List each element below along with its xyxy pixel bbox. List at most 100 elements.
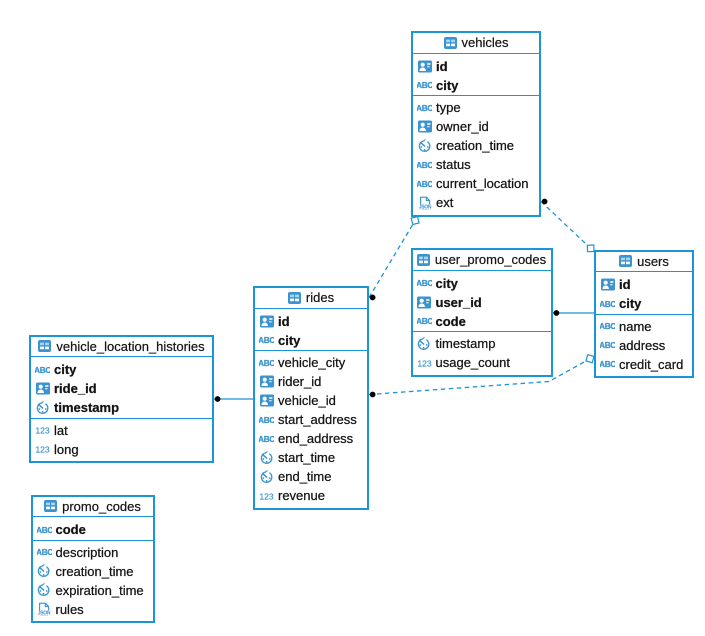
column-row-ext[interactable]: JSON ext <box>413 193 539 212</box>
column-row-usage_count[interactable]: 123 usage_count <box>413 353 551 372</box>
column-row-end_time[interactable]: end_time <box>255 467 367 486</box>
key-column-row-code[interactable]: ABC code <box>413 312 551 331</box>
column-name: start_time <box>278 450 336 465</box>
key-columns-section: ABC city ride_id timestamp <box>31 357 212 418</box>
relation-vehicles-users[interactable] <box>540 198 595 253</box>
json-type-icon: JSON <box>37 602 52 617</box>
table-node-users[interactable]: users id ABC city ABC name ABC address A… <box>594 249 694 378</box>
key-column-row-timestamp[interactable]: timestamp <box>31 398 212 417</box>
table-node-user_promo_codes[interactable]: user_promo_codes ABC city user_id ABC co… <box>410 248 553 377</box>
table-node-promo_codes[interactable]: promo_codes ABC code ABC description cre… <box>30 494 155 623</box>
key-column-row-id[interactable]: id <box>596 275 692 294</box>
table-header: user_promo_codes <box>412 250 551 271</box>
text-type-icon: ABC <box>259 412 274 427</box>
time-type-icon <box>37 564 52 579</box>
column-row-vehicle_city[interactable]: ABC vehicle_city <box>255 353 367 372</box>
svg-text:JSON: JSON <box>38 611 51 616</box>
optional-parent-diamond <box>410 215 420 226</box>
number-type-icon: 123 <box>259 488 274 503</box>
column-row-status[interactable]: ABC status <box>413 155 539 174</box>
key-column-row-city[interactable]: ABC city <box>596 294 692 313</box>
key-column-row-user_id[interactable]: user_id <box>413 293 551 312</box>
table-node-rides[interactable]: rides id ABC city ABC vehicle_city rider… <box>253 286 369 510</box>
uuid-type-icon <box>259 374 274 389</box>
optional-parent-diamond <box>586 244 595 253</box>
column-name: end_address <box>278 431 354 446</box>
key-column-row-city[interactable]: ABC city <box>413 76 539 95</box>
key-column-row-city[interactable]: ABC city <box>255 331 367 350</box>
column-name: usage_count <box>435 355 510 370</box>
svg-text:123: 123 <box>35 444 50 454</box>
column-name: user_id <box>435 294 482 310</box>
key-column-row-id[interactable]: id <box>413 57 539 76</box>
key-column-row-ride_id[interactable]: ride_id <box>31 379 212 398</box>
column-row-expiration_time[interactable]: expiration_time <box>33 581 153 600</box>
column-row-credit_card[interactable]: ABC credit_card <box>596 355 692 374</box>
svg-text:123: 123 <box>417 358 432 368</box>
columns-section: ABC vehicle_city rider_id vehicle_id ABC… <box>255 350 367 508</box>
column-row-timestamp[interactable]: timestamp <box>413 334 551 353</box>
column-row-rules[interactable]: JSON rules <box>33 600 153 619</box>
svg-text:ABC: ABC <box>37 548 52 557</box>
column-row-creation_time[interactable]: creation_time <box>33 562 153 581</box>
relation-rides-vehicles[interactable] <box>368 215 420 301</box>
column-row-start_time[interactable]: start_time <box>255 448 367 467</box>
svg-text:ABC: ABC <box>417 161 432 170</box>
column-name: lat <box>54 422 68 438</box>
relation-rides-users[interactable] <box>368 353 595 398</box>
number-type-icon: 123 <box>35 442 50 457</box>
column-name: ride_id <box>54 381 97 396</box>
column-row-start_address[interactable]: ABC start_address <box>255 410 367 429</box>
column-row-name[interactable]: ABC name <box>596 317 692 336</box>
table-icon <box>44 500 58 513</box>
column-name: city <box>54 362 77 377</box>
column-row-owner_id[interactable]: owner_id <box>413 117 539 136</box>
table-node-vehicles[interactable]: vehicles id ABC city ABC type owner_id c… <box>411 31 541 217</box>
column-name: current_location <box>436 176 529 191</box>
relation-line[interactable] <box>368 224 414 298</box>
key-column-row-code[interactable]: ABC code <box>33 520 153 539</box>
relation-vehicle_location_histories-rides[interactable] <box>214 396 253 402</box>
column-row-type[interactable]: ABC type <box>413 98 539 117</box>
key-column-row-city[interactable]: ABC city <box>31 360 212 379</box>
column-row-revenue[interactable]: 123 revenue <box>255 486 367 505</box>
key-column-row-city[interactable]: ABC city <box>413 274 551 293</box>
svg-text:123: 123 <box>259 491 274 501</box>
column-row-lat[interactable]: 123 lat <box>31 421 212 440</box>
svg-text:ABC: ABC <box>417 104 432 113</box>
column-row-current_location[interactable]: ABC current_location <box>413 174 539 193</box>
columns-section: ABC name ABC address ABC credit_card <box>596 313 692 377</box>
column-row-end_address[interactable]: ABC end_address <box>255 429 367 448</box>
table-title: user_promo_codes <box>434 252 547 268</box>
table-node-vehicle_location_histories[interactable]: vehicle_location_histories ABC city ride… <box>29 334 214 463</box>
columns-section: timestamp 123 usage_count <box>412 331 551 375</box>
svg-text:ABC: ABC <box>35 366 50 375</box>
time-type-icon <box>37 583 52 598</box>
svg-text:ABC: ABC <box>600 300 615 309</box>
column-name: type <box>436 100 461 115</box>
uuid-type-icon <box>259 393 274 408</box>
svg-text:ABC: ABC <box>600 322 615 331</box>
relation-line[interactable] <box>368 360 587 396</box>
column-row-vehicle_id[interactable]: vehicle_id <box>255 391 367 410</box>
relation-user_promo_codes-users[interactable] <box>552 310 595 316</box>
text-type-icon: ABC <box>37 545 52 560</box>
text-type-icon: ABC <box>417 176 432 191</box>
text-type-icon: ABC <box>259 333 274 348</box>
column-row-creation_time[interactable]: creation_time <box>413 136 539 155</box>
svg-text:ABC: ABC <box>259 359 274 368</box>
column-row-long[interactable]: 123 long <box>31 440 212 459</box>
relation-line[interactable] <box>540 201 588 246</box>
table-header: vehicle_location_histories <box>31 337 212 357</box>
column-row-description[interactable]: ABC description <box>33 543 153 562</box>
text-type-icon: ABC <box>417 276 432 291</box>
column-name: credit_card <box>619 356 684 372</box>
key-columns-section: ABC code <box>33 517 153 540</box>
key-columns-section: id ABC city <box>413 54 539 96</box>
table-icon <box>287 291 301 304</box>
key-column-row-id[interactable]: id <box>255 312 367 331</box>
child-end-dot <box>553 310 560 316</box>
column-row-rider_id[interactable]: rider_id <box>255 372 367 391</box>
column-row-address[interactable]: ABC address <box>596 336 692 355</box>
table-icon <box>443 36 457 49</box>
